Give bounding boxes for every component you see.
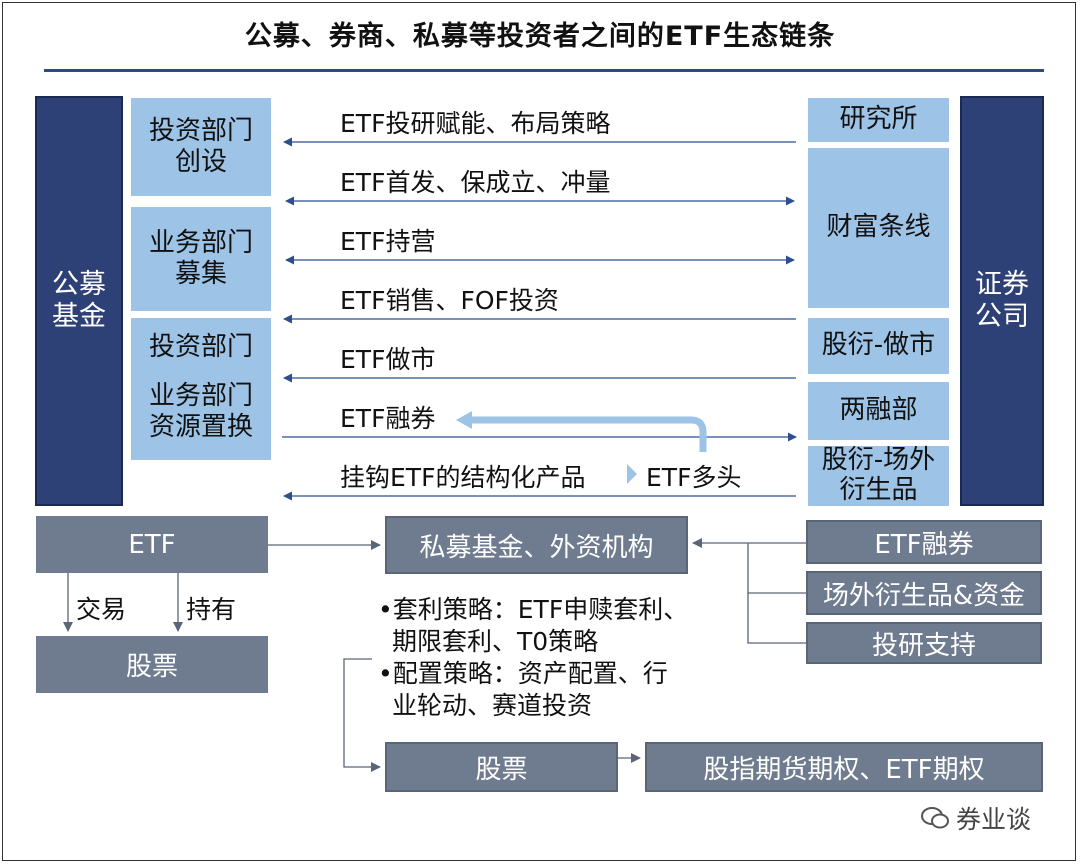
stock-box-left: 股票 [36, 636, 268, 693]
link-otc-to-private [747, 543, 806, 594]
fund-dept-4-line2: 资源置换 [148, 412, 253, 443]
chevron-right-icon [627, 464, 637, 484]
wechat-icon [921, 807, 949, 829]
strategy-list: •套利策略：ETF申赎套利、 期限套利、T0策略 •配置策略：资产配置、行 业轮… [378, 594, 738, 722]
research-support-box: 投研支持 [806, 622, 1042, 664]
diagram-title: 公募、券商、私募等投资者之间的ETF生态链条 [244, 21, 836, 52]
flow-label-structured-product: 挂钩ETF的结构化产品 [340, 463, 586, 492]
strategy-line-2: 期限套利、T0策略 [392, 627, 599, 656]
fund-dept-4-line1: 业务部门 [148, 381, 253, 412]
fund-dept-1-line2: 创设 [174, 147, 227, 177]
broker-margin-dept: 两融部 [808, 382, 949, 440]
stock-box-mid: 股票 [385, 742, 618, 792]
hook-arrow-lending [470, 416, 707, 452]
flow-label-market-making: ETF做市 [340, 345, 436, 374]
broker-market-making: 股衍-做市 [808, 318, 949, 374]
title-rule [44, 69, 1044, 72]
flow-label-etf-lending: ETF融券 [340, 404, 436, 433]
otc-funding-box: 场外衍生品&资金 [806, 571, 1042, 615]
fund-dept-3: 投资部门 [148, 332, 253, 362]
public-fund-box: 公募 基金 [35, 96, 123, 506]
private-fund-foreign-box: 私募基金、外资机构 [385, 516, 688, 574]
trade-label: 交易 [76, 595, 127, 624]
flow-label-launch: ETF首发、保成立、冲量 [340, 168, 611, 197]
watermark-text: 券业谈 [956, 805, 1032, 834]
derivatives-box: 股指期货期权、ETF期权 [645, 742, 1043, 792]
broker-otc-line1: 股衍-场外 [821, 445, 936, 476]
flow-label-holding-ops: ETF持营 [340, 227, 436, 256]
securities-company-line2: 公司 [975, 301, 1029, 332]
strategy-line-3: •配置策略：资产配置、行 [378, 659, 668, 688]
public-fund-line1: 公募 [52, 268, 106, 300]
watermark: 券业谈 [920, 800, 1031, 836]
link-strategy-to-stock [343, 658, 381, 772]
strategy-line-4: 业轮动、赛道投资 [392, 691, 593, 720]
fund-dept-2-line1: 业务部门 [148, 227, 253, 258]
broker-otc-line2: 衍生品 [839, 475, 918, 505]
link-support-to-private [747, 593, 806, 644]
securities-company-box: 证券 公司 [960, 96, 1044, 506]
public-fund-line2: 基金 [52, 301, 106, 332]
etf-lending-box: ETF融券 [806, 520, 1042, 564]
flow-label-sales-fof: ETF销售、FOF投资 [340, 286, 559, 315]
hold-label: 持有 [186, 595, 237, 624]
fund-dept-biz-raise: 业务部门 募集 [131, 207, 271, 311]
flow-label-research-empower: ETF投研赋能、布局策略 [340, 109, 611, 138]
fund-dept-invest-create: 投资部门 创设 [131, 98, 271, 196]
strategy-line-1: •套利策略：ETF申赎套利、 [378, 595, 689, 624]
hook-arrow-head [456, 411, 472, 429]
securities-company-line1: 证券 [975, 268, 1029, 300]
fund-dept-2-line2: 募集 [174, 259, 227, 289]
flow-label-etf-long: ETF多头 [646, 463, 742, 492]
broker-otc-derivatives: 股衍-场外 衍生品 [808, 445, 949, 506]
fund-dept-invest-biz: 投资部门 业务部门 资源置换 [131, 318, 271, 460]
broker-wealth-line: 财富条线 [808, 148, 949, 308]
broker-research-institute: 研究所 [808, 98, 949, 142]
fund-dept-1-line1: 投资部门 [148, 115, 253, 146]
etf-box: ETF [36, 516, 268, 573]
